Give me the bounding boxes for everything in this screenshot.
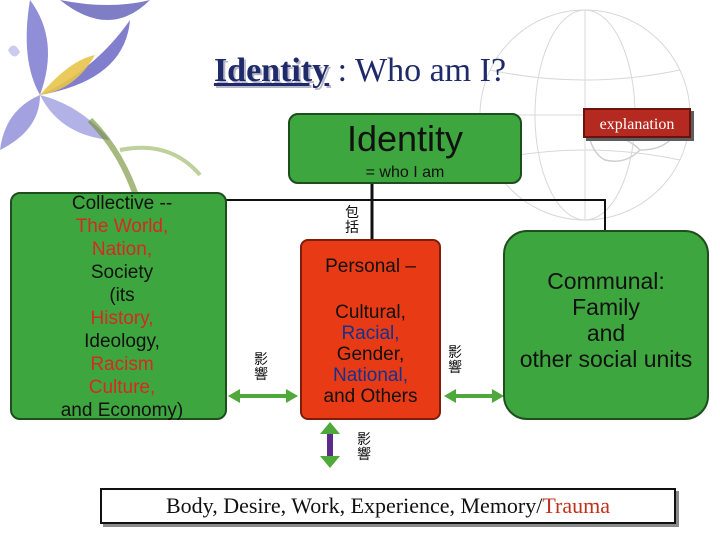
personal-line-3: Gender, [336,344,405,365]
include-char-2: 括 [345,219,359,235]
collective-line-1: Collective -- [71,193,173,214]
communal-box [503,230,709,420]
collective-line-7: Ideology, [84,331,160,352]
collective-line-10: and Economy) [60,400,184,421]
influence-label-right: 影 響 [446,345,464,375]
influence-bottom-char-1: 影 [357,431,371,447]
personal-title: Personal – [325,256,416,277]
personal-line-2: Racial, [341,323,400,344]
personal-box [300,239,441,420]
page-title: Identity : Who am I? [0,52,720,90]
influence-label-left: 影 響 [252,352,270,382]
title-strong: Identity [213,52,330,89]
personal-line-1: Cultural, [335,302,406,323]
arrow-personal-communal [444,389,504,403]
identity-label: Identity [346,118,464,159]
arrow-collective-personal [228,389,298,403]
collective-text: Collective -- The World, Nation, Society… [30,192,214,422]
collective-box [10,192,227,420]
collective-line-5: (its [109,285,135,306]
include-char-1: 包 [345,204,359,220]
title-rest: : Who am I? [329,52,507,89]
communal-line-3: and [586,320,626,346]
personal-line-5: and Others [323,386,418,407]
communal-line-2: Family [572,294,640,320]
influence-right-char-2: 響 [448,359,462,375]
explanation-button[interactable]: explanation [583,108,691,138]
body-experience-box: Body, Desire, Work, Experience, Memory/T… [100,488,676,524]
personal-line-4: National, [333,365,408,386]
influence-left-char-1: 影 [254,351,268,367]
include-label: 包 括 [343,205,361,235]
collective-line-6: History, [90,308,154,329]
bottom-main-text: Body, Desire, Work, Experience, Memory/ [165,493,543,518]
influence-bottom-char-2: 響 [357,446,371,462]
iris-flower-illustration [0,0,202,261]
collective-line-8: Racism [90,354,154,375]
influence-label-bottom: 影 響 [355,432,373,462]
collective-line-9: Culture, [88,377,156,398]
collective-line-3: Nation, [91,239,153,260]
influence-left-char-2: 響 [254,366,268,382]
communal-line-1: Communal: [547,268,665,294]
influence-right-char-1: 影 [448,344,462,360]
collective-line-2: The World, [75,216,169,237]
arrow-personal-bottom [320,422,340,468]
communal-line-4: other social units [519,346,693,372]
bottom-trauma-text: Trauma [542,493,611,518]
identity-box [288,113,522,184]
identity-subtitle: = who I am [365,164,445,181]
communal-text: Communal: Family and other social units [497,268,715,372]
collective-line-4: Society [90,262,154,283]
personal-text: Cultural, Racial, Gender, National, and … [300,302,441,407]
